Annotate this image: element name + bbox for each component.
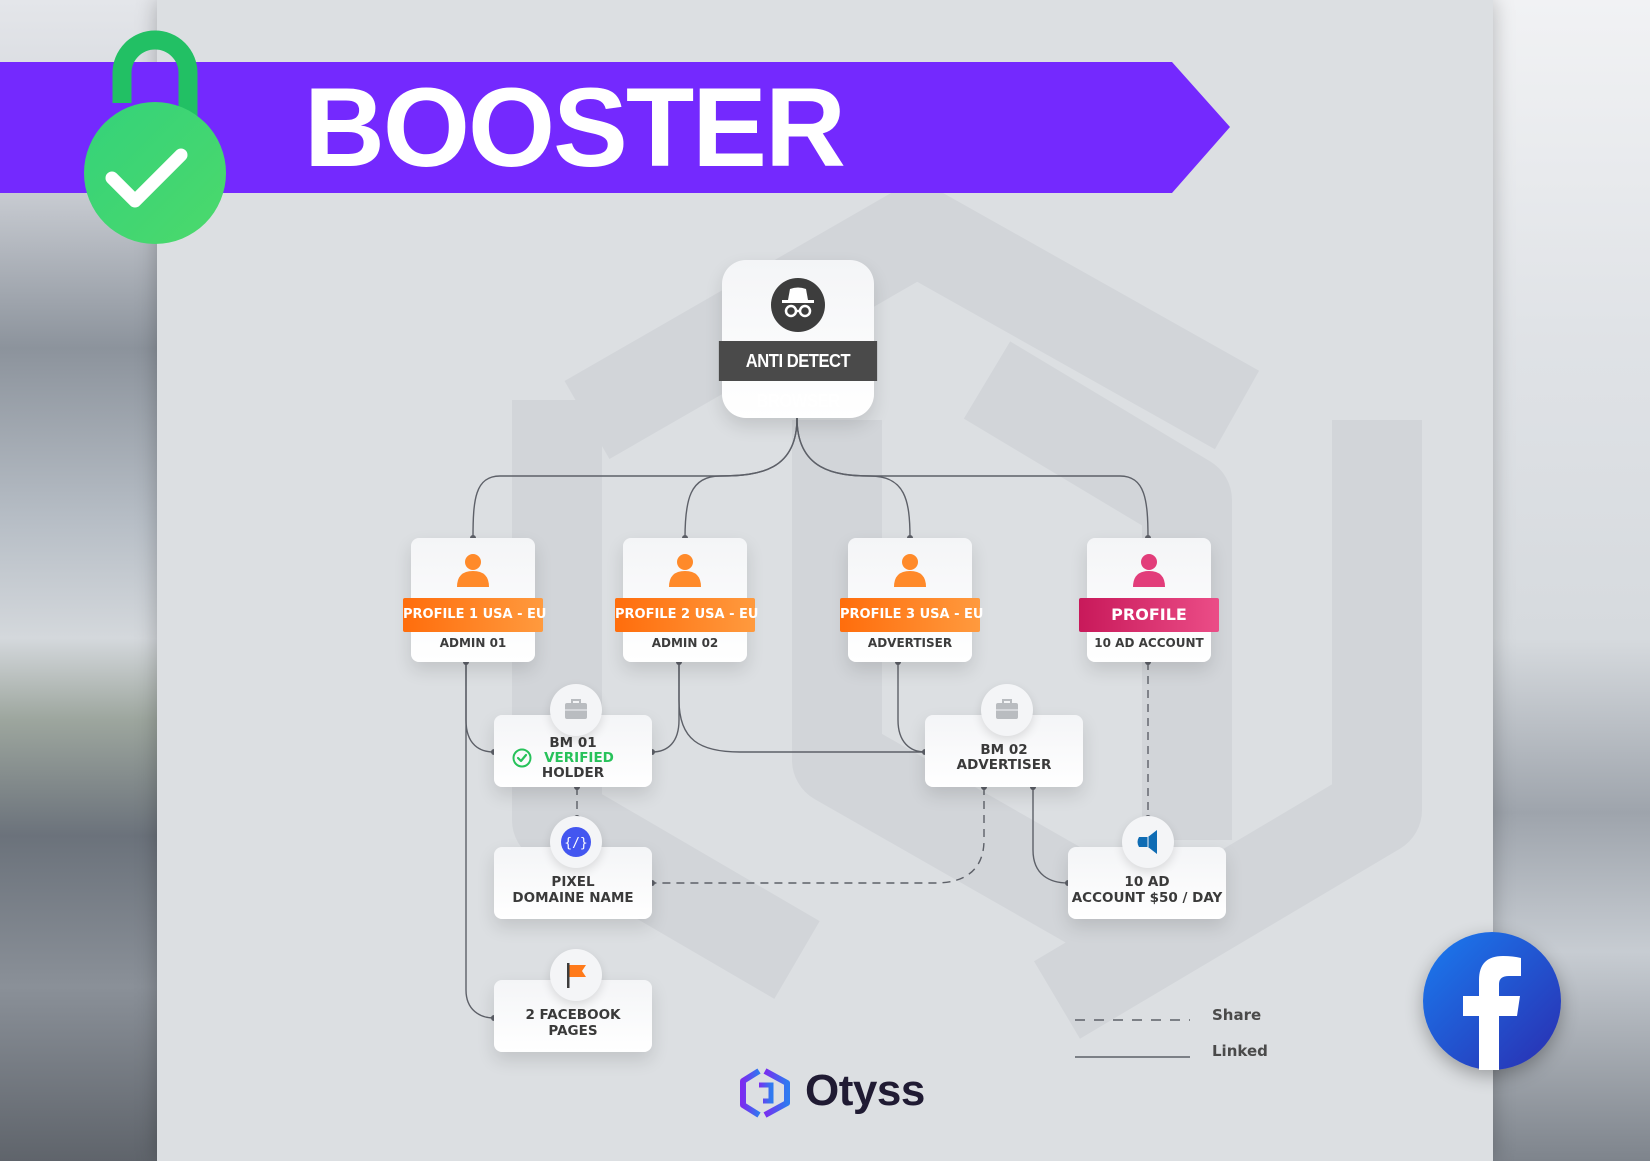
user-icon [1133,554,1165,587]
flag-icon [567,963,586,988]
ad-account-title: 10 AD [1124,874,1170,890]
profile-card-2[interactable]: PROFILE 2 USA - EU ADMIN 02 [615,538,758,662]
profile-role: ADVERTISER [867,636,953,650]
pages-subtitle: PAGES [548,1023,598,1039]
briefcase-icon [565,699,587,719]
banner-title: BOOSTER [304,65,846,190]
verified-badge: VERIFIED [494,748,652,768]
briefcase-icon [996,699,1018,719]
user-icon [669,554,701,587]
bm02-subtitle: ADVERTISER [956,757,1052,773]
brand-name: Otyss [805,1066,925,1115]
user-icon [894,554,926,587]
bm02-title: BM 02 [980,742,1028,758]
facebook-logo-icon [1423,932,1561,1070]
svg-text:{/}: {/} [564,836,587,851]
diagram-panel [157,0,1493,1161]
pages-title: 2 FACEBOOK [525,1007,621,1023]
profile-tag: PROFILE 3 USA - EU [840,598,983,632]
profile-tag: PROFILE 2 USA - EU [615,598,758,632]
bm02-icon-badge [981,684,1033,736]
profile-role: 10 AD ACCOUNT [1094,636,1204,650]
pixel-subtitle: DOMAINE NAME [512,890,634,906]
bm01-title: BM 01 [549,735,597,751]
profile-card-3[interactable]: PROFILE 3 USA - EU ADVERTISER [840,538,983,662]
profile-role: ADMIN 01 [439,636,507,650]
bm02-card[interactable]: BM 02 ADVERTISER [925,715,1083,787]
profile-card-4[interactable]: PROFILE 10 AD ACCOUNT [1079,538,1219,662]
profile-card-1[interactable]: PROFILE 1 USA - EU ADMIN 01 [403,538,546,662]
code-braces-icon: {/} [561,827,591,857]
legend-share-label: Share [1212,1006,1262,1024]
profile-tag: PROFILE 1 USA - EU [403,598,546,632]
verified-label: VERIFIED [544,750,614,766]
megaphone-icon [1137,830,1157,854]
ad-account-subtitle: ACCOUNT $50 / DAY [1071,890,1223,906]
root-label: ANTI DETECT BROWSER [718,341,878,411]
pixel-icon-badge: {/} [550,816,602,868]
incognito-spy-icon [771,278,825,332]
verified-check-icon [512,748,532,768]
legend-linked-label: Linked [1212,1042,1268,1060]
otyss-logo-icon [740,1068,790,1118]
pixel-title: PIXEL [551,874,595,890]
unlocked-padlock-check-icon [84,30,226,244]
profile-role: ADMIN 02 [651,636,719,650]
profile-tag: PROFILE [1079,598,1219,632]
user-icon [457,554,489,587]
ad-account-icon-badge [1122,816,1174,868]
bm01-icon-badge [550,684,602,736]
bm01-subtitle: HOLDER [541,765,605,781]
pages-icon-badge [550,949,602,1001]
root-node-anti-detect-browser[interactable]: ANTI DETECT BROWSER [718,260,878,418]
